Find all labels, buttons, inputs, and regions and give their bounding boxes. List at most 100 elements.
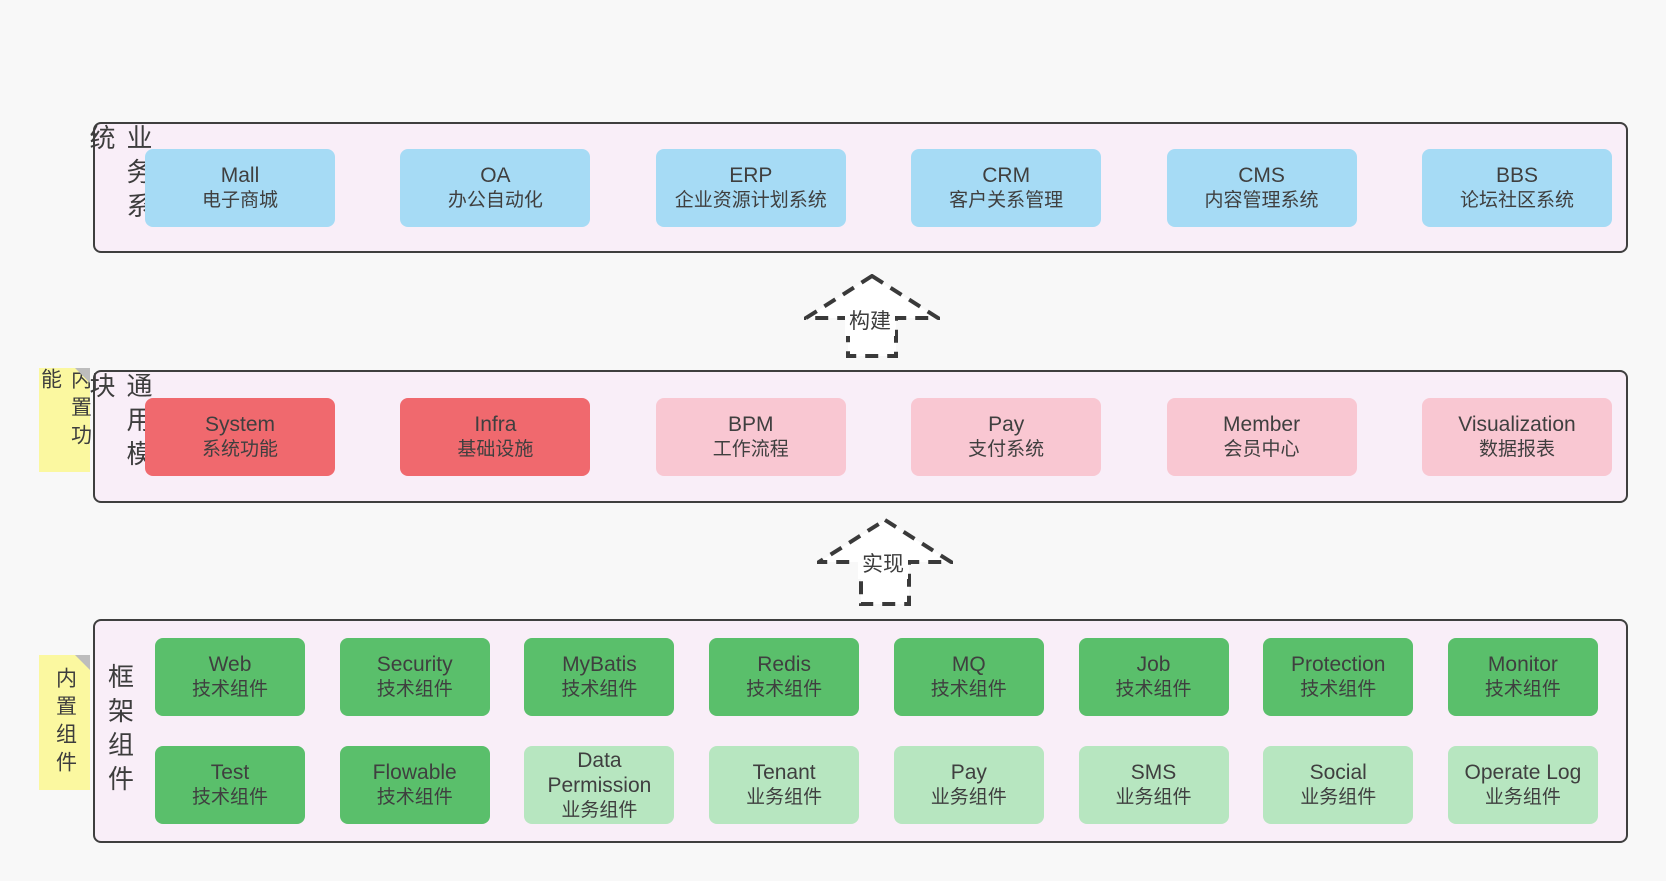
box-subtitle: 工作流程 (712, 438, 789, 460)
module-box-monitor: Monitor 技术组件 (1447, 638, 1598, 716)
box-title: Member (1223, 412, 1301, 436)
box-subtitle: 技术组件 (930, 679, 1007, 700)
folded-corner (75, 655, 90, 670)
band-label-business-systems: 业务系统 (86, 124, 153, 226)
box-subtitle: 技术组件 (1484, 679, 1561, 700)
box-title: Test (210, 761, 250, 784)
box-subtitle: 会员中心 (1223, 438, 1300, 460)
box-subtitle: 办公自动化 (447, 189, 543, 211)
band-label-framework-components: 框架组件 (104, 663, 135, 799)
box-title: OA (480, 163, 511, 187)
box-title: System (204, 412, 275, 436)
module-box-protection: Protection 技术组件 (1263, 638, 1414, 716)
box-subtitle: 业务组件 (1300, 787, 1377, 808)
module-box-mybatis: MyBatis 技术组件 (524, 638, 675, 716)
box-title: BPM (728, 412, 774, 436)
box-title: SMS (1130, 761, 1177, 784)
box-subtitle: 内容管理系统 (1204, 189, 1319, 211)
module-box-mq: MQ 技术组件 (893, 638, 1044, 716)
module-box-social: Social 业务组件 (1263, 746, 1414, 824)
box-subtitle: 技术组件 (1115, 679, 1192, 700)
box-title: Visualization (1458, 412, 1576, 436)
box-subtitle: 企业资源计划系统 (674, 189, 827, 211)
sticky-note-builtin-features: 内置功能 (39, 368, 92, 472)
box-title: Social (1309, 761, 1367, 784)
box-subtitle: 业务组件 (561, 799, 638, 821)
folded-corner (75, 368, 90, 383)
module-box-security: Security 技术组件 (339, 638, 490, 716)
arrow-label-build: 构建 (845, 308, 895, 336)
box-subtitle: 技术组件 (561, 679, 638, 700)
box-title: ERP (729, 163, 773, 187)
box-title: Job (1136, 653, 1171, 676)
box-title: Monitor (1487, 653, 1558, 676)
box-title: Protection (1290, 653, 1386, 676)
box-subtitle: 数据报表 (1478, 438, 1555, 460)
box-subtitle: 技术组件 (191, 679, 268, 700)
box-title: Web (208, 653, 252, 676)
box-subtitle: 系统功能 (201, 438, 278, 460)
box-subtitle: 业务组件 (1115, 787, 1192, 808)
module-box-flowable: Flowable 技术组件 (339, 746, 490, 824)
box-subtitle: 业务组件 (746, 787, 823, 808)
box-subtitle: 技术组件 (1300, 679, 1377, 700)
module-box-web: Web 技术组件 (155, 638, 305, 716)
box-subtitle: 论坛社区系统 (1459, 189, 1574, 211)
box-title: Pay (950, 761, 987, 784)
box-subtitle: 技术组件 (746, 679, 823, 700)
box-subtitle: 基础设施 (457, 438, 534, 460)
module-box-sms: SMS 业务组件 (1078, 746, 1229, 824)
module-box-tenant: Tenant 业务组件 (709, 746, 860, 824)
module-box-job: Job 技术组件 (1078, 638, 1229, 716)
box-subtitle: 技术组件 (376, 679, 453, 700)
box-subtitle: 技术组件 (191, 787, 268, 808)
box-title: Infra (474, 412, 517, 436)
sticky-note-text: 内置功能 (38, 368, 92, 452)
box-title: MyBatis (562, 653, 637, 676)
box-title: Security (376, 653, 453, 676)
box-subtitle: 技术组件 (376, 787, 453, 808)
box-title: Data Permission (547, 748, 652, 797)
box-title: BBS (1495, 163, 1538, 187)
sticky-note-text: 内置组件 (53, 666, 77, 779)
box-title: MQ (951, 653, 986, 676)
box-title: Flowable (372, 761, 457, 784)
box-subtitle: 电子商城 (201, 189, 278, 211)
box-title: CRM (982, 163, 1031, 187)
box-title: Tenant (752, 761, 816, 784)
band-label-common-modules: 通用模块 (86, 372, 153, 474)
box-title: CMS (1238, 163, 1285, 187)
box-title: Mall (220, 163, 260, 187)
arrow-label-implement: 实现 (858, 551, 908, 579)
module-box-pay: Pay 业务组件 (893, 746, 1044, 824)
box-subtitle: 客户关系管理 (949, 189, 1064, 211)
module-box-test: Test 技术组件 (155, 746, 305, 824)
sticky-note-builtin-components: 内置组件 (39, 655, 90, 790)
box-subtitle: 业务组件 (930, 787, 1007, 808)
box-title: Operate Log (1464, 761, 1582, 784)
